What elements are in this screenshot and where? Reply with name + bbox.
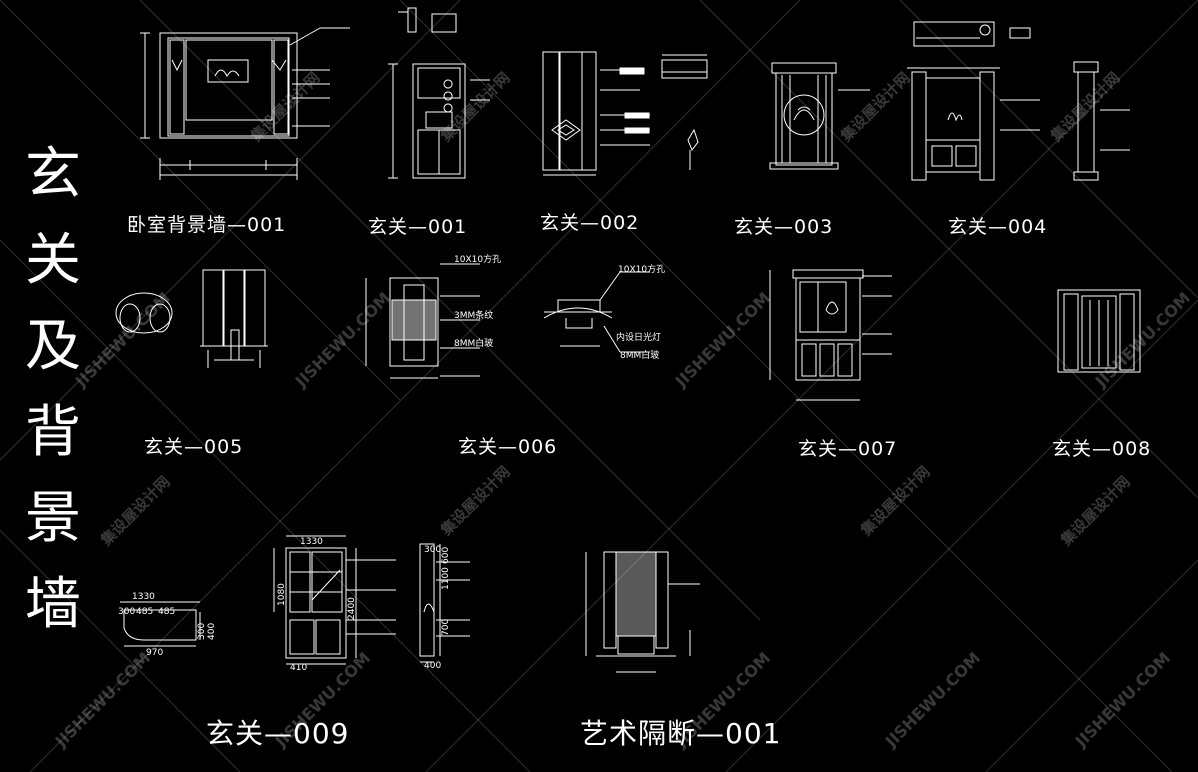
drawing-xuanguan-002 [542, 51, 708, 176]
dim-label: 300 [197, 623, 207, 640]
drawing-xuanguan-005 [115, 269, 268, 368]
caption-xuanguan-009: 玄关—009 [206, 717, 350, 750]
dimension-labels: 1330 300 485 485 970 1330 410 300 400 10… [118, 253, 665, 673]
title-char: 墙 [25, 572, 81, 637]
dim-label: 3MM条纹 [454, 309, 493, 321]
drawing-xuanguan-006 [365, 263, 650, 379]
dim-label: 8MM白玻 [454, 337, 493, 349]
caption-bedroom-001: 卧室背景墙—001 [127, 214, 287, 236]
caption-xuanguan-006: 玄关—006 [458, 436, 558, 458]
caption-xuanguan-001: 玄关—001 [368, 216, 468, 238]
caption-xuanguan-007: 玄关—007 [798, 438, 898, 460]
drawing-xuanguan-004 [907, 21, 1130, 181]
dim-label: 300 [424, 545, 441, 555]
dim-label: 1330 [132, 592, 155, 602]
drawing-bedroom-001 [140, 27, 350, 180]
drawing-xuanguan-007 [769, 269, 892, 401]
dimension-labels-rotated: 1080 2400 300 1100 600 700 400 [197, 547, 451, 640]
dim-label: 2400 [347, 597, 357, 620]
dim-label: 1080 [277, 583, 287, 606]
title-char: 景 [25, 486, 81, 551]
caption-art-partition-001: 艺术隔断—001 [580, 717, 782, 750]
dim-label: 970 [146, 648, 163, 658]
dim-label: 内设日光灯 [616, 331, 661, 343]
drawing-xuanguan-001 [388, 7, 490, 179]
drawing-xuanguan-009 [120, 535, 470, 665]
title-char: 玄 [25, 142, 81, 207]
caption-xuanguan-002: 玄关—002 [540, 212, 640, 234]
dim-label: 1100 [441, 567, 451, 590]
drawing-xuanguan-003 [769, 62, 870, 170]
vertical-title: 玄 关 及 背 景 墙 [18, 132, 88, 648]
title-char: 关 [25, 228, 81, 293]
drawing-xuanguan-008 [1057, 289, 1141, 373]
caption-xuanguan-004: 玄关—004 [948, 216, 1048, 238]
dim-label: 8MM白玻 [620, 349, 659, 361]
dim-label: 400 [207, 623, 217, 640]
drawing-art-partition-001 [585, 551, 700, 673]
dim-label: 300 [118, 607, 135, 617]
dim-label: 1330 [300, 537, 323, 547]
dim-label: 700 [441, 619, 451, 636]
dim-label: 10X10方孔 [454, 253, 501, 265]
title-char: 及 [25, 314, 81, 379]
title-char: 背 [25, 400, 81, 465]
dim-label: 600 [441, 547, 451, 564]
dim-label: 485 [158, 607, 175, 617]
dim-label: 485 [136, 607, 153, 617]
dim-label: 400 [424, 661, 441, 671]
dim-label: 410 [290, 663, 307, 673]
caption-xuanguan-003: 玄关—003 [734, 216, 834, 238]
caption-xuanguan-008: 玄关—008 [1052, 438, 1152, 460]
caption-xuanguan-005: 玄关—005 [144, 436, 244, 458]
dim-label: 10X10方孔 [618, 263, 665, 275]
